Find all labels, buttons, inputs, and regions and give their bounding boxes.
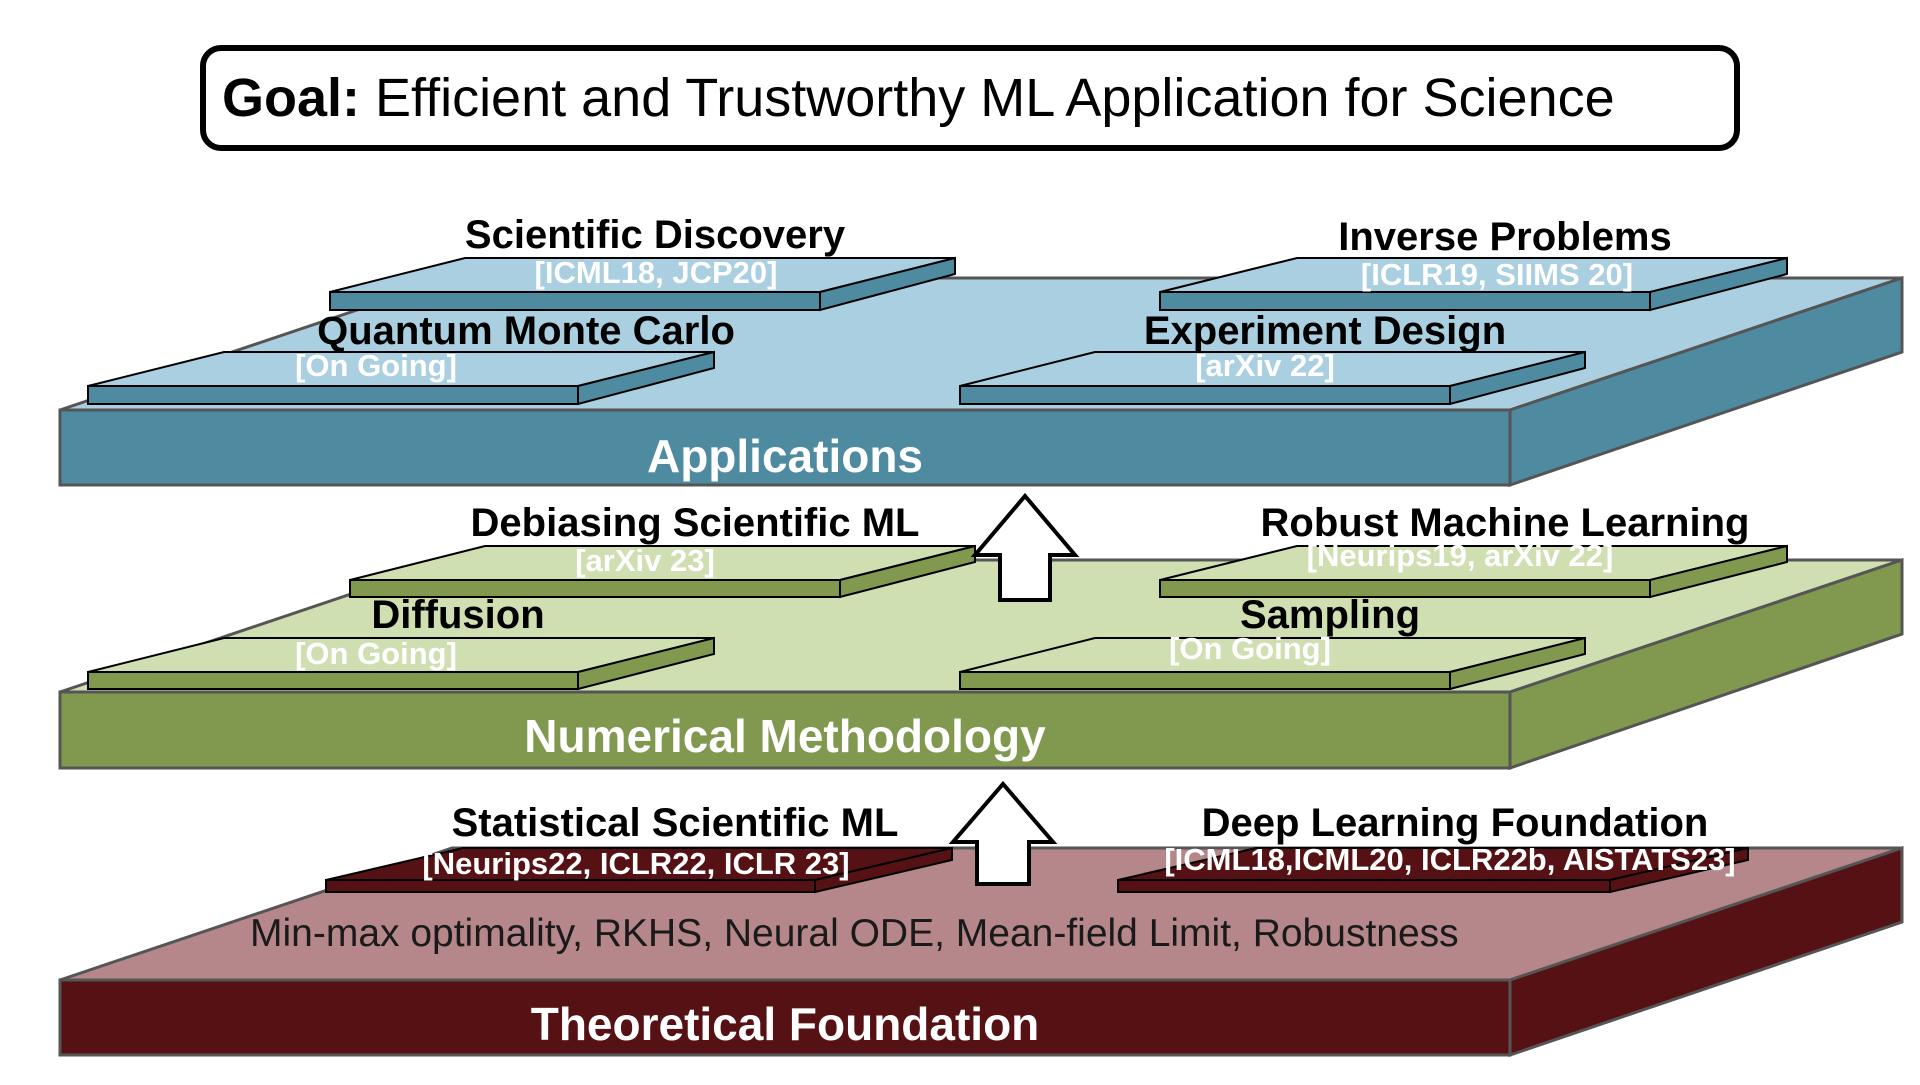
methods-layer-title: Numerical Methodology	[524, 710, 1046, 762]
tile-inverse-problems: Inverse Problems [ICLR19, SIIMS 20]	[1159, 215, 1788, 312]
tile-label: Inverse Problems	[1338, 215, 1672, 259]
theory-description: Min-max optimality, RKHS, Neural ODE, Me…	[250, 912, 1459, 955]
layer-applications: Applications Scientific Discovery [ICML1…	[58, 213, 1904, 488]
tile-citation: [arXiv 23]	[575, 543, 715, 578]
tile-diffusion: Diffusion [On Going]	[87, 593, 715, 691]
goal-box: Goal: Efficient and Trustworthy ML Appli…	[200, 45, 1740, 151]
tile-deep-learning-foundation: Deep Learning Foundation [ICML18,ICML20,…	[1117, 801, 1749, 894]
tile-label: Debiasing Scientific ML	[471, 501, 920, 545]
tile-label: Experiment Design	[1144, 309, 1506, 353]
tile-label: Robust Machine Learning	[1261, 501, 1750, 545]
applications-layer-title: Applications	[647, 430, 923, 482]
tile-citation: [On Going]	[295, 636, 457, 671]
tile-citation: [Neurips19, arXiv 22]	[1307, 538, 1614, 573]
theory-front-face	[58, 978, 1512, 1057]
tile-experiment-design: Experiment Design [arXiv 22]	[959, 309, 1586, 406]
layer-numerical-methodology: Numerical Methodology Debiasing Scientif…	[58, 501, 1904, 771]
layer-theoretical-foundation: Theoretical Foundation Min-max optimalit…	[58, 801, 1904, 1058]
tile-scientific-discovery: Scientific Discovery [ICML18, JCP20]	[329, 213, 956, 312]
tile-robust-machine-learning: Robust Machine Learning [Neurips19, arXi…	[1159, 501, 1788, 599]
tile-citation: [On Going]	[295, 348, 457, 383]
theory-layer-title: Theoretical Foundation	[531, 998, 1040, 1050]
applications-front-face	[58, 408, 1512, 487]
up-arrow-methods-to-applications-icon	[970, 492, 1080, 602]
tile-label: Deep Learning Foundation	[1202, 801, 1709, 845]
tile-citation: [Neurips22, ICLR22, ICLR 23]	[422, 846, 849, 881]
tile-label: Scientific Discovery	[465, 213, 846, 257]
tile-statistical-scientific-ml: Statistical Scientific ML [Neurips22, IC…	[325, 801, 953, 894]
tile-label: Sampling	[1240, 593, 1420, 637]
goal-text: Goal: Efficient and Trustworthy ML Appli…	[222, 68, 1615, 128]
tile-label: Statistical Scientific ML	[452, 801, 899, 845]
tile-citation: [ICLR19, SIIMS 20]	[1361, 257, 1633, 292]
tile-sampling: Sampling [On Going]	[959, 593, 1586, 691]
tile-citation: [ICML18, JCP20]	[535, 255, 778, 290]
tile-label: Quantum Monte Carlo	[317, 309, 735, 353]
tile-debiasing-scientific-ml: Debiasing Scientific ML [arXiv 23]	[349, 501, 976, 599]
tile-label: Diffusion	[371, 593, 544, 637]
tile-citation: [arXiv 22]	[1195, 348, 1335, 383]
tile-quantum-monte-carlo: Quantum Monte Carlo [On Going]	[87, 309, 735, 406]
up-arrow-theory-to-methods-icon	[948, 780, 1058, 886]
methods-front-face	[58, 690, 1512, 770]
tile-citation: [ICML18,ICML20, ICLR22b, AISTATS23]	[1164, 842, 1735, 877]
tile-citation: [On Going]	[1169, 631, 1331, 666]
